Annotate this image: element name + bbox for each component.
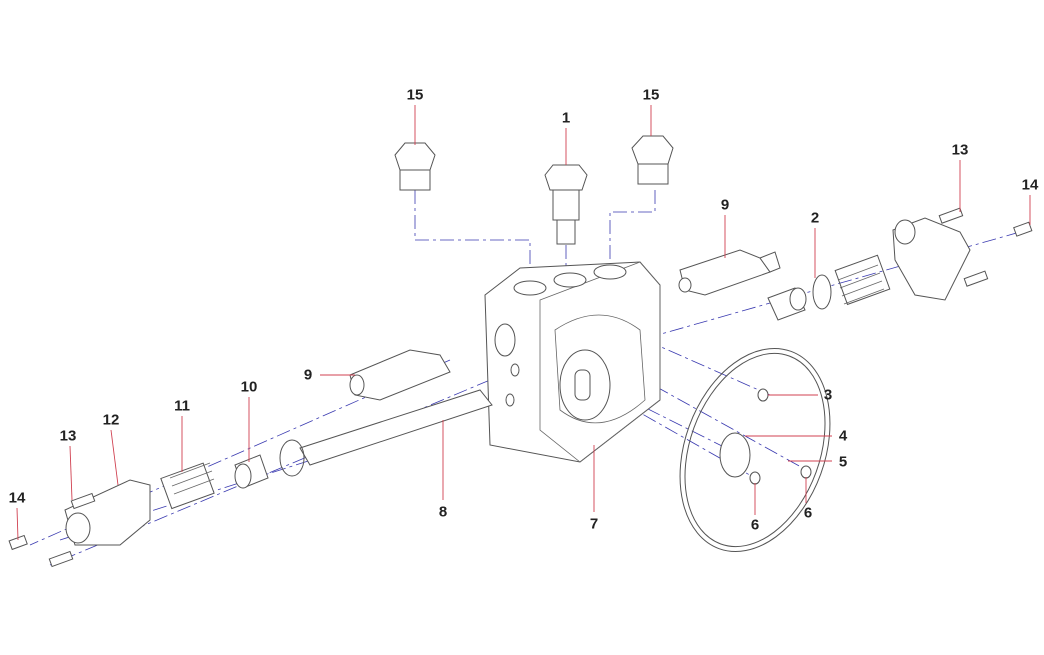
callout-label-6: 6 (750, 516, 760, 534)
callout-label-2: 2 (810, 209, 820, 227)
plug-left (394, 142, 436, 191)
callout-label-15: 15 (406, 86, 424, 104)
callout-label-3: 3 (823, 386, 833, 404)
o-ring-2 (812, 274, 832, 310)
callout-label-4: 4 (838, 427, 848, 445)
callout-label-1: 1 (561, 109, 571, 127)
callout-label-13: 13 (951, 141, 969, 159)
callout-label-10: 10 (240, 378, 258, 396)
spring-11 (160, 462, 215, 510)
cover-left (64, 479, 151, 546)
spacer-10 (234, 454, 269, 489)
spring-right (834, 254, 891, 306)
callout-label-9: 9 (720, 196, 730, 214)
callout-label-15: 15 (642, 86, 660, 104)
valve-cartridge-right (678, 249, 781, 296)
valve-cartridge-left (349, 349, 451, 401)
bolts-left (8, 492, 96, 568)
plug-right (631, 135, 674, 185)
callout-label-11: 11 (174, 397, 190, 415)
spool-8 (279, 389, 493, 477)
callout-label-14: 14 (8, 489, 26, 507)
callout-label-7: 7 (589, 515, 599, 533)
callout-label-14: 14 (1021, 176, 1039, 194)
callout-label-9: 9 (303, 366, 313, 384)
leader-lines (16, 105, 1031, 541)
cover-right (892, 217, 971, 301)
sleeve (767, 287, 807, 321)
valve-body (484, 261, 661, 463)
callout-label-5: 5 (838, 453, 848, 471)
callout-label-12: 12 (102, 411, 120, 429)
seal-plate (679, 347, 831, 553)
cartridge-1 (544, 164, 588, 245)
callout-label-6: 6 (803, 504, 813, 522)
callout-label-8: 8 (438, 503, 448, 521)
bolts-right (938, 207, 1033, 287)
callout-label-13: 13 (59, 427, 77, 445)
